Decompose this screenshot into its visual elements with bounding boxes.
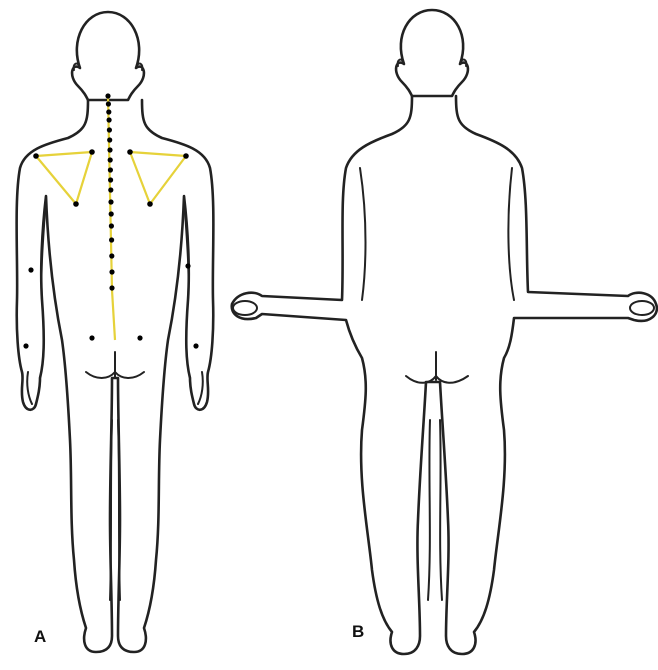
figure-b-right-hand — [630, 301, 654, 315]
spine-marker — [107, 137, 112, 142]
spine-marker — [109, 237, 114, 242]
elbow-marker — [28, 267, 33, 272]
figure-a-spine-line — [108, 96, 115, 340]
spine-marker — [108, 167, 113, 172]
spine-marker — [108, 157, 113, 162]
pelvis-marker — [137, 335, 142, 340]
scapula-marker — [33, 153, 39, 159]
spine-marker — [108, 199, 113, 204]
panel-label-b: B — [352, 622, 364, 642]
spine-marker — [107, 117, 112, 122]
figure-b-left-hand — [233, 301, 257, 315]
figure-a-left-hand — [27, 372, 32, 404]
spine-marker — [107, 127, 112, 132]
spine-marker — [109, 269, 114, 274]
spine-marker — [109, 285, 114, 290]
wrist-marker — [23, 343, 28, 348]
scapula-marker — [147, 201, 153, 207]
figure-b-head — [396, 10, 468, 96]
figure-b-leg-inner-left — [428, 420, 430, 600]
spine-marker — [106, 101, 111, 106]
figure-b-left-flank — [360, 168, 366, 300]
spine-marker — [109, 223, 114, 228]
spine-marker — [106, 109, 111, 114]
scapula-marker — [89, 149, 95, 155]
scapula-marker — [183, 153, 189, 159]
scapula-marker — [127, 149, 133, 155]
wrist-marker — [193, 343, 198, 348]
figure-b-posterior-arms-abducted — [232, 10, 657, 654]
pelvis-marker — [89, 335, 94, 340]
spine-marker — [105, 93, 110, 98]
spine-marker — [108, 177, 113, 182]
figure-b-silhouette — [232, 96, 657, 654]
spine-marker — [109, 211, 114, 216]
panel-label-a: A — [34, 627, 46, 647]
figure-a-posterior — [17, 12, 214, 652]
figure-a-right-hand — [198, 372, 203, 404]
spine-marker — [107, 147, 112, 152]
spine-marker — [109, 253, 114, 258]
figure-b-leg-inner-right — [440, 420, 442, 600]
spine-marker — [108, 187, 113, 192]
figure-b-right-flank — [508, 168, 514, 300]
elbow-marker — [185, 263, 190, 268]
figure-a-left-scapula-triangle — [36, 152, 92, 204]
figure-a-right-scapula-triangle — [130, 152, 186, 204]
figure-a-head — [72, 12, 144, 100]
scapula-marker — [73, 201, 79, 207]
